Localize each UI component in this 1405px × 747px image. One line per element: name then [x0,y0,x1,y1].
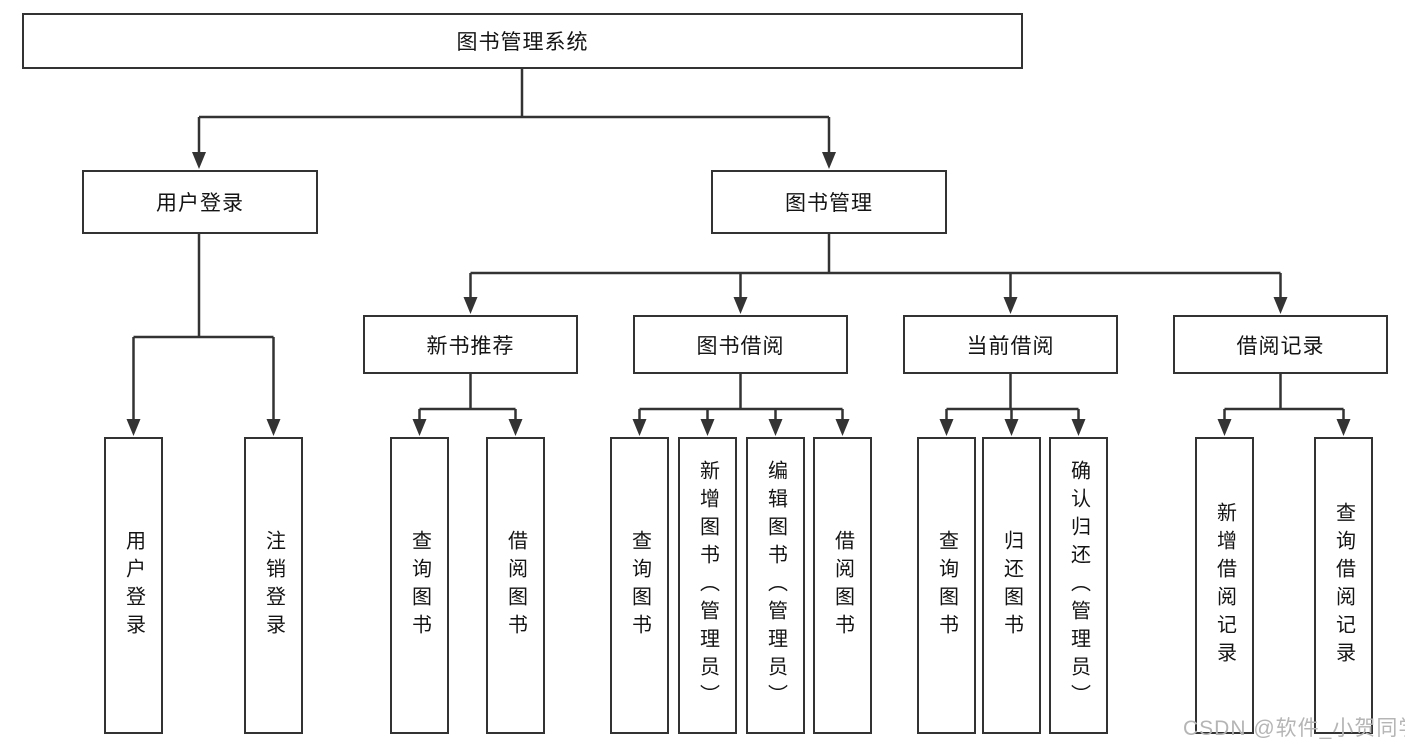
node-query-books-current: 查询图书 [917,437,976,734]
node-label: 借阅记录 [1236,334,1325,358]
node-label: 新增借阅记录 [1213,501,1236,670]
node-book-management-branch: 图书管理 [711,170,947,234]
node-borrow-books-leaf: 借阅图书 [813,437,872,734]
node-label: 编辑图书（管理员） [764,459,787,712]
node-label: 确认归还（管理员） [1067,459,1090,712]
node-book-borrowing: 图书借阅 [633,315,848,374]
node-label: 注销登录 [262,529,285,642]
node-user-login-branch: 用户登录 [82,170,318,234]
node-edit-book-admin: 编辑图书（管理员） [746,437,805,734]
node-current-borrowing: 当前借阅 [903,315,1118,374]
node-label: 查询图书 [935,529,958,642]
node-library-management-system: 图书管理系统 [22,13,1023,69]
node-confirm-return-admin: 确认归还（管理员） [1049,437,1108,734]
node-return-book: 归还图书 [982,437,1041,734]
node-label: 当前借阅 [966,334,1055,358]
node-query-books-borrow: 查询图书 [610,437,669,734]
node-label: 归还图书 [1000,529,1023,642]
node-label: 图书管理系统 [456,31,589,54]
node-label: 图书借阅 [696,334,785,358]
node-add-borrow-record: 新增借阅记录 [1195,437,1254,734]
node-label: 借阅图书 [504,529,527,642]
node-label: 新增图书（管理员） [696,459,719,712]
connector-lines [132,68,1345,421]
node-label: 用户登录 [156,192,244,215]
node-logout-leaf: 注销登录 [244,437,303,734]
node-label: 查询借阅记录 [1332,501,1355,670]
node-borrowing-records: 借阅记录 [1173,315,1388,374]
csdn-watermark: CSDN @软件_小贺同学 [1183,717,1405,740]
node-user-login-leaf: 用户登录 [104,437,163,734]
node-label: 图书管理 [785,192,873,215]
node-borrow-books-newbook: 借阅图书 [486,437,545,734]
node-label: 查询图书 [408,529,431,642]
node-label: 用户登录 [122,529,145,642]
node-label: 查询图书 [628,529,651,642]
node-query-books-newbook: 查询图书 [390,437,449,734]
node-query-borrow-record: 查询借阅记录 [1314,437,1373,734]
node-new-book-recommendation: 新书推荐 [363,315,578,374]
node-add-book-admin: 新增图书（管理员） [678,437,737,734]
node-label: 新书推荐 [426,334,515,358]
node-label: 借阅图书 [831,529,854,642]
